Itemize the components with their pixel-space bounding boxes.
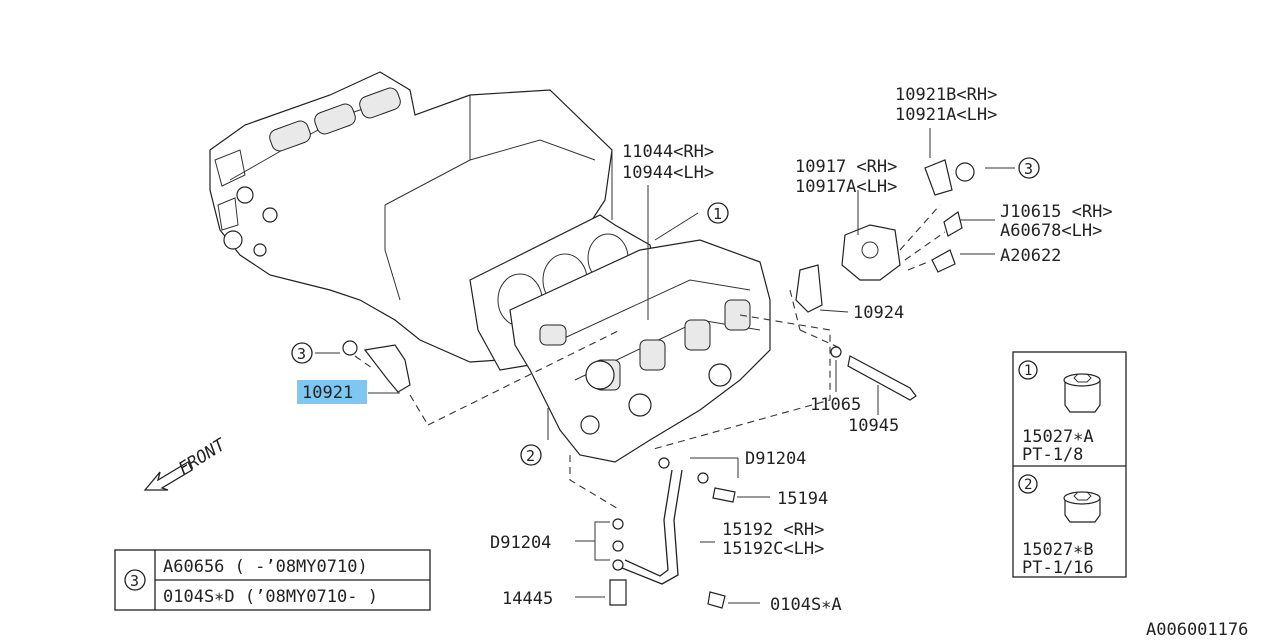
label-A20622[interactable]: A20622 [1000,246,1061,266]
callout-3-right-text: 3 [1024,160,1033,178]
bolt-10945-illustration [830,346,917,401]
label-10921[interactable]: 10921 [302,383,353,403]
oil-pipe-illustration [609,457,736,609]
callout-2[interactable]: 2 [520,444,542,466]
legend-row-2: 0104S∗D (’08MY0710- ) [163,587,378,607]
inset-ref-2: 2 [1024,477,1032,493]
label-10921A[interactable]: 10921A<LH> [895,105,997,125]
label-A60678[interactable]: A60678<LH> [1000,221,1102,241]
inset-thread-1: PT-1/8 [1022,445,1083,465]
inset-thread-2: PT-1/16 [1022,558,1094,578]
image-code: A006001176 [1146,620,1248,640]
oil-control-valve-illustration [795,159,975,313]
label-10924[interactable]: 10924 [853,303,904,323]
legend-table: 3 A60656 ( -’08MY0710) 0104S∗D (’08MY071… [114,549,431,611]
label-10921B[interactable]: 10921B<RH> [895,85,997,105]
label-J10615[interactable]: J10615 <RH> [1000,202,1113,222]
label-11044[interactable]: 11044<RH> [622,142,714,162]
label-15194[interactable]: 15194 [777,489,828,509]
legend-row-1: A60656 ( -’08MY0710) [163,557,368,577]
inset-part-2[interactable]: 15027∗B [1022,540,1094,560]
leader-lines [315,128,1015,604]
solenoid-10921-illustration [342,340,429,426]
inset-box: 1 15027∗A PT-1/8 2 15027∗B PT-1/16 [1012,351,1127,578]
callout-1-text: 1 [713,205,722,223]
callout-1[interactable]: 1 [707,202,729,224]
front-arrow: FRONT [143,434,231,491]
label-D91204-left[interactable]: D91204 [490,533,551,553]
inset-ref-1: 1 [1024,363,1032,379]
callout-3-left[interactable]: 3 [291,342,313,364]
label-10917[interactable]: 10917 <RH> [795,157,897,177]
callout-2-text: 2 [526,447,535,465]
front-label: FRONT [175,434,230,479]
callout-3-right[interactable]: 3 [1018,157,1040,179]
label-10921-highlight [297,380,367,404]
legend-ref: 3 [130,572,139,590]
label-10944[interactable]: 10944<LH> [622,163,714,183]
assembly-dashed-lines [427,289,841,511]
label-D91204-top[interactable]: D91204 [745,449,806,469]
callout-3-left-text: 3 [297,345,306,363]
label-15192C[interactable]: 15192C<LH> [722,539,824,559]
label-11065[interactable]: 11065 [810,395,861,415]
label-10917A[interactable]: 10917A<LH> [795,177,897,197]
label-10945[interactable]: 10945 [848,416,899,436]
label-0104SA[interactable]: 0104S∗A [770,595,842,615]
inset-part-1[interactable]: 15027∗A [1022,427,1094,447]
label-14445[interactable]: 14445 [502,589,553,609]
label-15192[interactable]: 15192 <RH> [722,520,824,540]
cylinder-head-illustration [509,239,771,463]
